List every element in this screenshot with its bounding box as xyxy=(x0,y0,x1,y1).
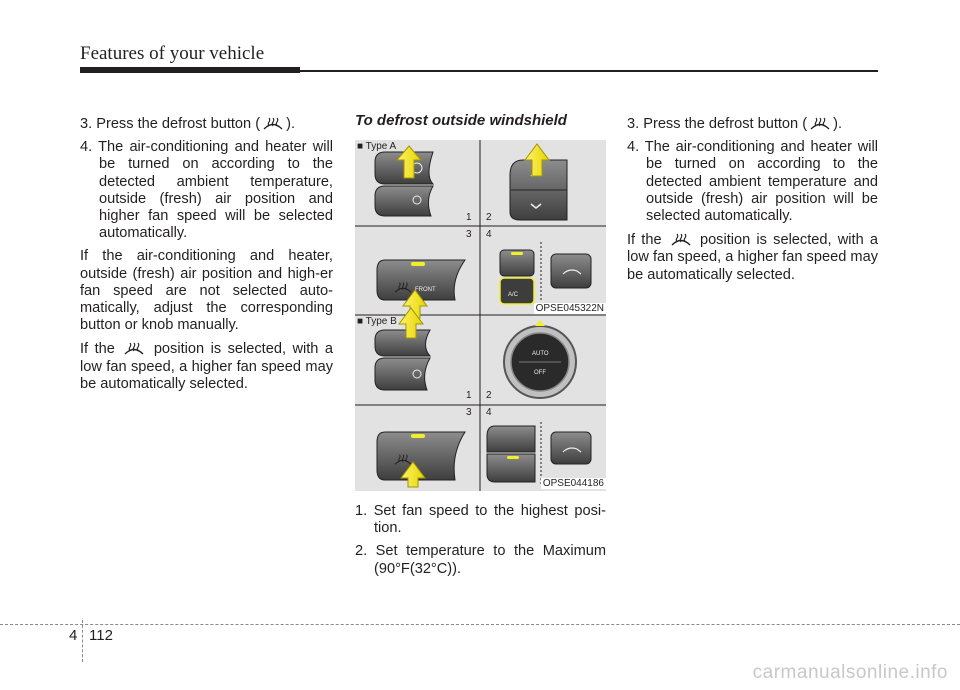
front-label: FRONT xyxy=(415,287,436,293)
front-defrost-icon xyxy=(670,231,692,247)
type-b-aux-buttons xyxy=(486,425,592,483)
right-para-end: position is selected, with a low fan spe… xyxy=(627,232,878,283)
right-para-start: If the xyxy=(627,232,662,249)
middle-step-1: 1. Set fan speed to the highest posi-tio… xyxy=(355,503,606,537)
header-rule xyxy=(80,67,300,73)
panel-number: 4 xyxy=(486,229,492,240)
right-step-3-text: 3. Press the defrost button ( xyxy=(627,116,808,132)
left-paragraph-manual: If the air-conditioning and heater, outs… xyxy=(80,248,333,334)
page-number: 112 xyxy=(89,627,113,644)
right-step-3: 3. Press the defrost button (). xyxy=(627,115,878,133)
left-paragraph-low-fan: If the position is selected, with a low … xyxy=(80,340,333,393)
type-b-front-defrost-button xyxy=(376,431,466,488)
footer-vertical-rule xyxy=(82,620,83,662)
type-b-temperature-knob: AUTO OFF xyxy=(503,320,577,399)
ac-label: A/C xyxy=(508,292,519,298)
right-column: 3. Press the defrost button (). 4. The a… xyxy=(627,115,878,290)
defrost-figure: FRONT A/C AUTO OFF xyxy=(355,140,606,491)
panel-number: 2 xyxy=(486,212,492,223)
left-para-end: position is selected, with a low fan spe… xyxy=(80,341,333,392)
front-defrost-icon xyxy=(123,340,145,356)
panel-number: 3 xyxy=(466,407,472,418)
type-b-label: ■ Type B xyxy=(357,316,397,327)
type-a-front-defrost-button: FRONT xyxy=(376,259,466,319)
up-arrow-icon xyxy=(402,289,428,319)
section-header-title: Features of your vehicle xyxy=(80,43,265,64)
right-step-3-end: ). xyxy=(833,116,843,132)
up-arrow-icon xyxy=(398,307,424,339)
middle-step-2: 2. Set temperature to the Maximum (90°F(… xyxy=(355,543,606,577)
type-b-fan-buttons xyxy=(374,307,432,391)
right-step-4: 4. The air-conditioning and heater will … xyxy=(627,139,878,225)
up-arrow-icon xyxy=(524,143,550,177)
control-panel-illustration: FRONT A/C AUTO OFF xyxy=(355,140,606,491)
watermark: carmanualsonline.info xyxy=(752,662,948,683)
panel-number: 1 xyxy=(466,212,472,223)
panel-number: 1 xyxy=(466,390,472,401)
left-column: 3. Press the defrost button (). 4. The a… xyxy=(80,115,333,399)
auto-label: AUTO xyxy=(532,351,549,357)
panel-number: 4 xyxy=(486,407,492,418)
type-a-label: ■ Type A xyxy=(357,141,397,152)
middle-steps: 1. Set fan speed to the highest posi-tio… xyxy=(355,503,606,584)
chapter-number: 4 xyxy=(69,627,78,644)
type-a-aux-buttons: A/C xyxy=(499,249,592,305)
left-step-3-text: 3. Press the defrost button ( xyxy=(80,116,261,132)
panel-number: 2 xyxy=(486,390,492,401)
panel-number: 3 xyxy=(466,229,472,240)
front-defrost-icon xyxy=(809,115,831,131)
header-rule-thin xyxy=(300,70,878,72)
front-defrost-icon xyxy=(262,115,284,131)
type-a-fan-buttons xyxy=(374,145,435,217)
left-step-3-end: ). xyxy=(286,116,296,132)
figure-code-b: OPSE044186 xyxy=(540,478,606,489)
figure-code-a: OPSE045322N xyxy=(533,303,606,314)
section-title: To defrost outside windshield xyxy=(355,112,567,129)
up-arrow-icon xyxy=(395,145,423,179)
up-arrow-icon xyxy=(400,461,426,488)
left-step-4: 4. The air-conditioning and heater will … xyxy=(80,139,333,242)
left-step-3: 3. Press the defrost button (). xyxy=(80,115,333,133)
left-para-start: If the xyxy=(80,341,115,358)
off-label: OFF xyxy=(534,370,546,376)
type-a-temperature-buttons xyxy=(509,143,568,221)
footer-rule xyxy=(0,624,960,625)
right-paragraph-low-fan: If the position is selected, with a low … xyxy=(627,231,878,284)
